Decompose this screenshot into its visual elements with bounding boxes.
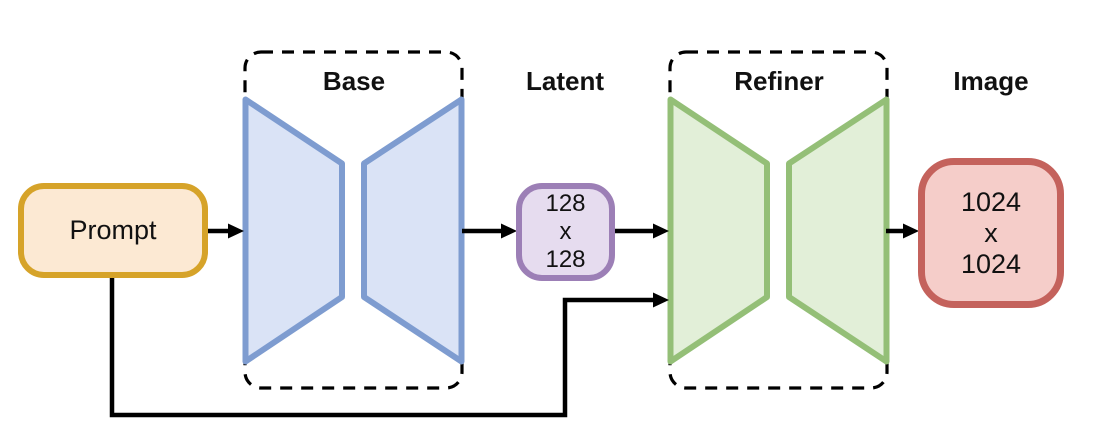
latent-size-line-3: 128 <box>545 246 586 273</box>
arrow-refiner-to-image <box>886 223 919 239</box>
image-node: 1024 x 1024 <box>918 158 1064 308</box>
arrow-prompt-to-refiner-skip <box>109 277 669 418</box>
base-decoder-trapezoid <box>361 96 465 365</box>
refiner-label: Refiner <box>734 66 824 96</box>
latent-size-line-2: x <box>559 218 572 245</box>
prompt-node: Prompt <box>18 183 208 278</box>
arrow-latent-to-refiner <box>614 223 669 239</box>
image-size-line-3: 1024 <box>960 248 1022 279</box>
refiner-decoder-trapezoid <box>786 96 890 365</box>
latent-label: Latent <box>526 66 604 96</box>
base-label: Base <box>322 66 386 96</box>
refiner-encoder-trapezoid <box>667 96 770 365</box>
prompt-node-text: Prompt <box>69 215 157 245</box>
image-size-line-2: x <box>984 217 998 248</box>
image-size-line-1: 1024 <box>960 186 1022 217</box>
base-encoder-trapezoid <box>242 96 345 365</box>
arrow-prompt-to-base <box>207 223 244 239</box>
arrow-base-to-latent <box>462 223 517 239</box>
latent-size-line-1: 128 <box>545 190 586 217</box>
image-label: Image <box>953 66 1029 96</box>
latent-node: 128 x 128 <box>516 183 615 281</box>
